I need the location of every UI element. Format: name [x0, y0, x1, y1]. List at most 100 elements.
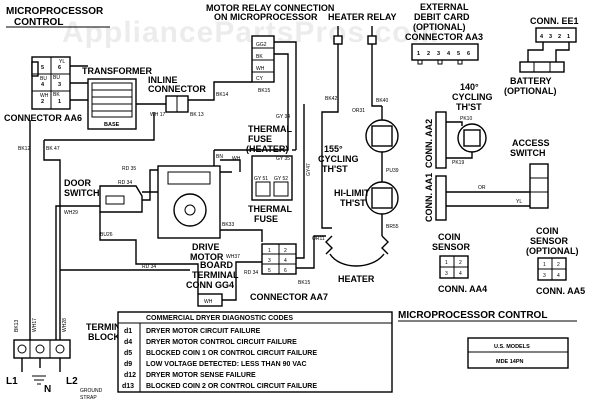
connector-aa7: 1 2 3 4 5 6	[261, 243, 297, 275]
wire-rd34: RD 34	[118, 180, 132, 186]
code-6-text: BLOCKED COIN 2 OR CONTROL CIRCUIT FAILUR…	[146, 383, 317, 390]
label-inline-connector-2: CONNECTOR	[148, 84, 206, 94]
label-transformer: TRANSFORMER	[82, 66, 152, 76]
aa6-pin-2: 2	[41, 99, 44, 105]
battery	[519, 61, 565, 73]
aa6-color-bu: BU	[53, 75, 60, 81]
wire-pk19: PK19	[452, 160, 464, 166]
label-155-2: CYCLING	[318, 154, 359, 164]
wire-gy47: GY47	[306, 163, 312, 176]
aa3-pin-1: 1	[417, 51, 420, 57]
code-3-text: BLOCKED COIN 1 OR CONTROL CIRCUIT FAILUR…	[146, 350, 317, 357]
label-140-1: 140°	[460, 82, 479, 92]
aa4-pin-1: 1	[445, 260, 448, 266]
aa3-pin-6: 6	[467, 51, 470, 57]
wire-bk42: BK42	[325, 96, 337, 102]
label-motor-relay-2: ON MICROPROCESSOR	[214, 12, 318, 22]
label-terminal-2: BLOCK	[88, 332, 120, 342]
wire-gy51: GY 51	[254, 176, 268, 182]
wire-gy35: GY 35	[276, 156, 290, 162]
label-140-2: CYCLING	[452, 92, 493, 102]
ee1-pin-4: 4	[540, 34, 544, 40]
label-motor-relay-1: MOTOR RELAY CONNECTION	[206, 3, 334, 13]
wire-yl: YL	[516, 199, 522, 205]
code-2-text: DRYER MOTOR CONTROL CIRCUIT FAILURE	[146, 339, 297, 346]
inline-connector	[165, 95, 189, 113]
label-drive: DRIVE	[192, 242, 220, 252]
label-connector-aa3: CONNECTOR AA3	[405, 32, 483, 42]
label-heater-relay: HEATER RELAY	[328, 12, 397, 22]
label-board-2: TERMINAL	[192, 270, 239, 280]
transformer: BASE	[87, 78, 137, 130]
aa3-pin-2: 2	[427, 51, 430, 57]
wire-bk40: BK40	[376, 98, 388, 104]
wire-bk13b: BK13	[14, 320, 20, 332]
wire-bk12: BK12	[18, 146, 30, 152]
label-155-1: 155°	[324, 144, 343, 154]
ee1-pin-3: 3	[549, 34, 552, 40]
aa7-pin-6: 6	[284, 268, 287, 274]
label-conn-aa2: CONN. AA2	[424, 119, 434, 168]
wire-wh29: WH29	[64, 210, 78, 216]
aa6-color-bu2: BU	[40, 76, 47, 82]
wire-pk10: PK10	[460, 116, 472, 122]
gg4-wh: WH	[204, 299, 213, 305]
models-box: U.S. MODELS MDE 14PN	[467, 337, 569, 369]
aa5-pin-2: 2	[557, 262, 560, 268]
label-conn-ee1: CONN. EE1	[530, 16, 579, 26]
wire-wh37: WH37	[226, 254, 240, 260]
label-battery: BATTERY	[510, 76, 552, 86]
label-board-3: CONN GG4	[186, 280, 234, 290]
models-header: U.S. MODELS	[494, 344, 530, 350]
wire-gy34: GY 34	[276, 114, 290, 120]
thermostat-155	[365, 119, 399, 153]
code-4: d9	[124, 361, 132, 368]
aa4-pin-4: 4	[459, 271, 462, 277]
wire-wh17: WH 17	[150, 112, 166, 118]
label-155-3: TH'ST	[322, 164, 348, 174]
title-microprocessor-line2: CONTROL	[14, 17, 63, 28]
diagnostic-codes-table: COMMERCIAL DRYER DIAGNOSTIC CODES d1 DRY…	[117, 311, 393, 393]
title-microprocessor-line1: MICROPROCESSOR	[6, 6, 104, 17]
label-hilimit-2: TH'ST	[340, 198, 366, 208]
aa6-color-bk: BK	[53, 92, 60, 98]
connector-aa1	[435, 175, 447, 221]
label-optional: (OPTIONAL)	[413, 22, 466, 32]
wire-wh28: WH28	[62, 318, 68, 332]
relay-bk: BK	[256, 54, 263, 60]
connector-aa5: 1 2 3 4	[537, 257, 567, 281]
code-1: d1	[124, 328, 132, 335]
label-n: N	[44, 384, 51, 395]
label-conn-aa1: CONN. AA1	[424, 173, 434, 222]
wire-bk15: BK15	[258, 88, 270, 94]
relay-gg2: GG2	[256, 42, 267, 48]
label-connector-aa6: CONNECTOR AA6	[4, 113, 82, 123]
label-access-2: SWITCH	[510, 148, 546, 158]
aa6-color-yl: YL	[59, 59, 65, 65]
heater	[325, 235, 389, 267]
label-conn-aa5: CONN. AA5	[536, 286, 585, 296]
aa6-pin-5: 5	[41, 65, 44, 71]
label-coin-opt-3: (OPTIONAL)	[526, 246, 579, 256]
label-inline-connector-1: INLINE	[148, 75, 178, 85]
wire-bk14: BK14	[216, 92, 228, 98]
transformer-base: BASE	[104, 122, 120, 128]
label-battery-optional: (OPTIONAL)	[504, 86, 557, 96]
aa3-pin-5: 5	[457, 51, 460, 57]
label-access-1: ACCESS	[512, 138, 550, 148]
code-5-text: DRYER MOTOR SENSE FAILURE	[146, 372, 256, 379]
aa7-pin-3: 3	[268, 258, 271, 264]
aa6-pin-3: 3	[58, 82, 61, 88]
thermal-fuse-heater: GY 51 GY 52	[251, 155, 293, 201]
motor-relay-connector: GG2 BK WH CY	[251, 35, 275, 83]
label-tfh-3: (HEATER)	[246, 144, 288, 154]
aa4-pin-2: 2	[459, 260, 462, 266]
ee1-pin-2: 2	[558, 34, 561, 40]
label-tf-1: THERMAL	[248, 204, 292, 214]
aa5-pin-3: 3	[543, 273, 546, 279]
relay-cy: CY	[256, 76, 264, 82]
models-value: MDE 14PN	[496, 359, 524, 365]
code-4-text: LOW VOLTAGE DETECTED: LESS THAN 90 VAC	[146, 361, 307, 368]
aa6-pin-1: 1	[58, 99, 61, 105]
